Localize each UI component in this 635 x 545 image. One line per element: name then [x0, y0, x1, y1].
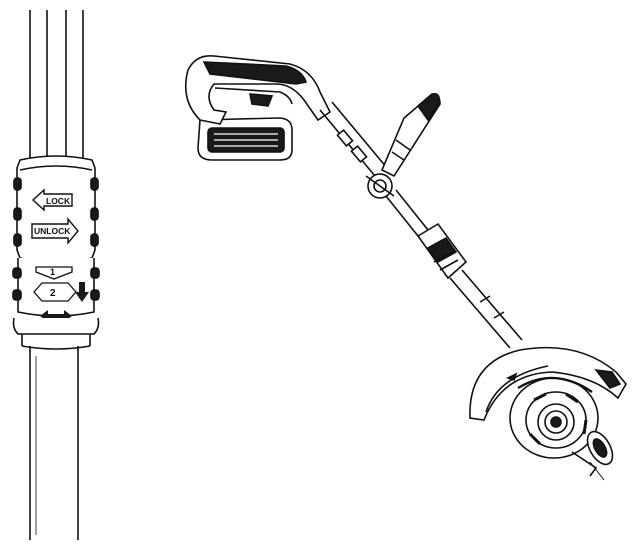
battery-pack[interactable] [197, 117, 293, 161]
trimmer-shaft-collar[interactable] [416, 222, 468, 280]
unlock-arrow-icon [31, 217, 79, 245]
position-1-label: 1 [50, 267, 55, 277]
position-1-indicator [35, 266, 73, 280]
lower-shaft [29, 346, 79, 540]
collar-base [12, 317, 100, 335]
assist-handle[interactable] [380, 92, 441, 178]
unlock-label: UNLOCK [34, 226, 71, 236]
position-2-label: 2 [50, 288, 56, 299]
lock-collar[interactable]: LOCK UNLOCK [13, 155, 99, 263]
trimmer-spool[interactable] [537, 403, 575, 441]
edging-wheel[interactable] [571, 427, 618, 477]
handle-knob[interactable] [365, 173, 395, 199]
rear-handle[interactable] [184, 54, 332, 125]
upper-shaft [29, 10, 84, 158]
shaft-collar-detail: LOCK UNLOCK 1 2 [12, 10, 100, 540]
trimmer-line [589, 461, 605, 481]
guard-arrow-icon [505, 372, 518, 382]
lock-label: LOCK [46, 196, 71, 206]
lock-arrow-icon [31, 188, 73, 212]
down-arrow-icon [75, 282, 89, 302]
position-ring[interactable]: 1 2 [12, 258, 100, 322]
upper-shaft-tube [319, 101, 393, 183]
string-trimmer [184, 54, 627, 481]
trigger[interactable] [249, 93, 274, 107]
trimmer-head-guard [469, 346, 627, 421]
